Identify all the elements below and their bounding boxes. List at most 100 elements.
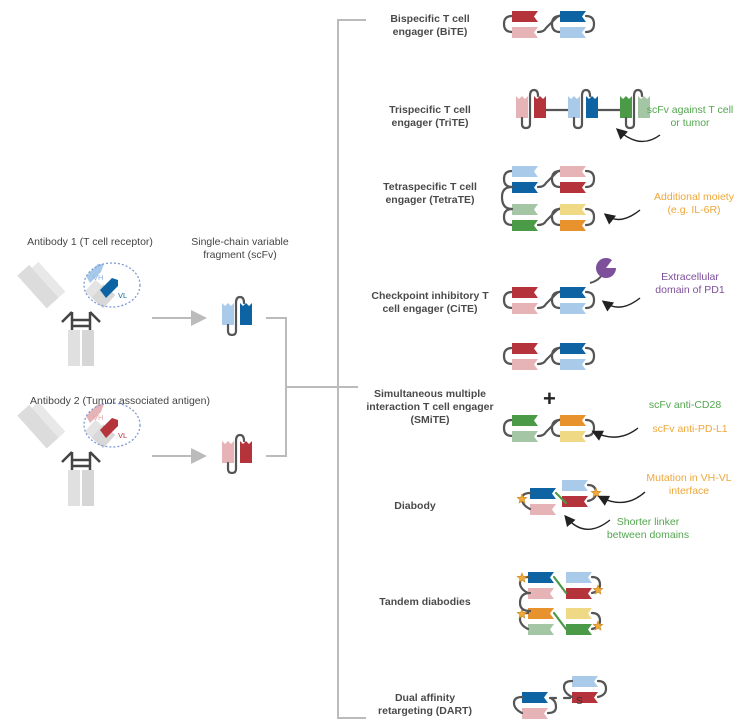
antibody-2-illustration [17,401,141,506]
annotation-trite: scFv against T cell or tumor [626,104,754,130]
variable-domain [560,431,586,442]
variable-domain [560,303,586,314]
format-label-tetrate: Tetraspecific T cell engager (TetraTE) [360,181,500,207]
linker [554,491,568,505]
format-label-dart: Dual affinity retargeting (DART) [360,692,490,718]
variable-domain [560,27,586,38]
format-label-line: Checkpoint inhibitory T [371,290,489,302]
linker [226,295,246,337]
vh-domain [222,303,234,325]
linker [502,207,514,227]
scfv-title-line1: Single-chain variable [191,236,289,248]
format-label-diabody: Diabody [360,500,470,513]
variable-domain [512,359,538,370]
vl-label-ab1: VL [118,291,127,300]
scfv-glyph [222,295,252,337]
vl-domain [534,96,546,118]
format-label-line: (SMiTE) [410,414,450,426]
linker [550,169,562,189]
annotation-line: Shorter linker [616,516,680,528]
variable-domain [560,11,586,22]
annotation-line: between domains [606,529,690,541]
dart-molecule [512,676,608,719]
linker [572,88,592,130]
variable-domain [530,504,556,515]
annotation-line: scFv against T cell [646,104,734,116]
variable-domain [562,480,588,491]
mutation-star-icon [592,620,604,631]
linker [584,346,596,366]
linker [518,591,532,613]
format-label-line: Tandem diabodies [379,596,471,608]
scfv-icon-red [222,433,252,475]
format-label-line: Diabody [394,500,436,512]
linker [226,433,246,475]
trite-scfv [568,88,598,130]
scfv-glyph [222,433,252,475]
mutation-star-icon [592,584,604,595]
annotation-diabody-linker: Shorter linker between domains [592,516,704,542]
scfv-icon-blue [222,295,252,337]
annotation-line: Additional moiety [654,191,734,203]
linker [500,185,514,211]
cite-molecule [502,287,596,314]
linker [584,14,596,34]
linker [550,346,562,366]
mutation-star-icon [516,493,528,504]
variable-domain [566,608,592,619]
trite-scfv [516,88,546,130]
linker [550,207,562,227]
mutation-star-icon [516,572,528,583]
linker [520,88,540,130]
antibody-2-title: Antibody 2 (Tumor associated antigen) [30,395,210,407]
variable-domain [512,220,538,231]
bite-molecule [502,11,596,38]
linker [502,346,514,366]
annotation-line: domain of PD1 [655,284,725,296]
tetrate-lower [502,204,596,231]
tetrate-upper [502,166,596,193]
variable-domain [512,415,538,426]
vh-domain-ab2 [86,404,104,423]
smite-molecule-1 [502,343,596,370]
annotation-smite-pdl1: scFv anti-PD-L1 [652,423,728,435]
linker [552,611,568,631]
antibody-1-illustration [17,261,141,366]
annotation-arrows [564,128,661,530]
variable-domain [560,359,586,370]
variable-domain [560,182,586,193]
variable-domain [522,692,548,703]
antibody-1-title: Antibody 1 (T cell receptor) [27,236,153,248]
variable-domain [560,220,586,231]
arrow-tetrate [603,209,641,225]
linker [584,207,596,227]
format-label-line: Bispecific T cell [390,13,470,25]
scfv-title: Single-chain variable fragment (scFv) [180,236,300,262]
arrow-cite [601,297,641,312]
variable-domain [560,204,586,215]
diabody-molecule [516,480,602,515]
annotation-line: interface [668,485,710,497]
variable-domain [560,415,586,426]
vl-domain [240,441,252,463]
format-label-line: Dual affinity [394,692,456,704]
linker [584,418,596,438]
smite-molecule-2 [502,415,596,442]
variable-region-highlight [83,262,141,308]
format-bracket [337,19,366,719]
variable-domain [512,11,538,22]
scfv-bracket [266,317,287,457]
vh-label-ab1: VH [93,273,103,282]
format-label-tandem-diabodies: Tandem diabodies [360,596,490,609]
format-label-line: engager (TriTE) [391,117,469,129]
annotation-line: Extracellular [661,271,719,283]
linker [584,290,596,310]
format-illustrations [500,11,650,719]
arrow-smite [591,427,639,441]
annotation-diabody-mutation: Mutation in VH-VL interface [624,472,754,498]
pd1-linker [589,274,603,284]
variable-domain [512,431,538,442]
format-label-line: Tetraspecific T cell [383,181,477,193]
linker [596,679,608,699]
